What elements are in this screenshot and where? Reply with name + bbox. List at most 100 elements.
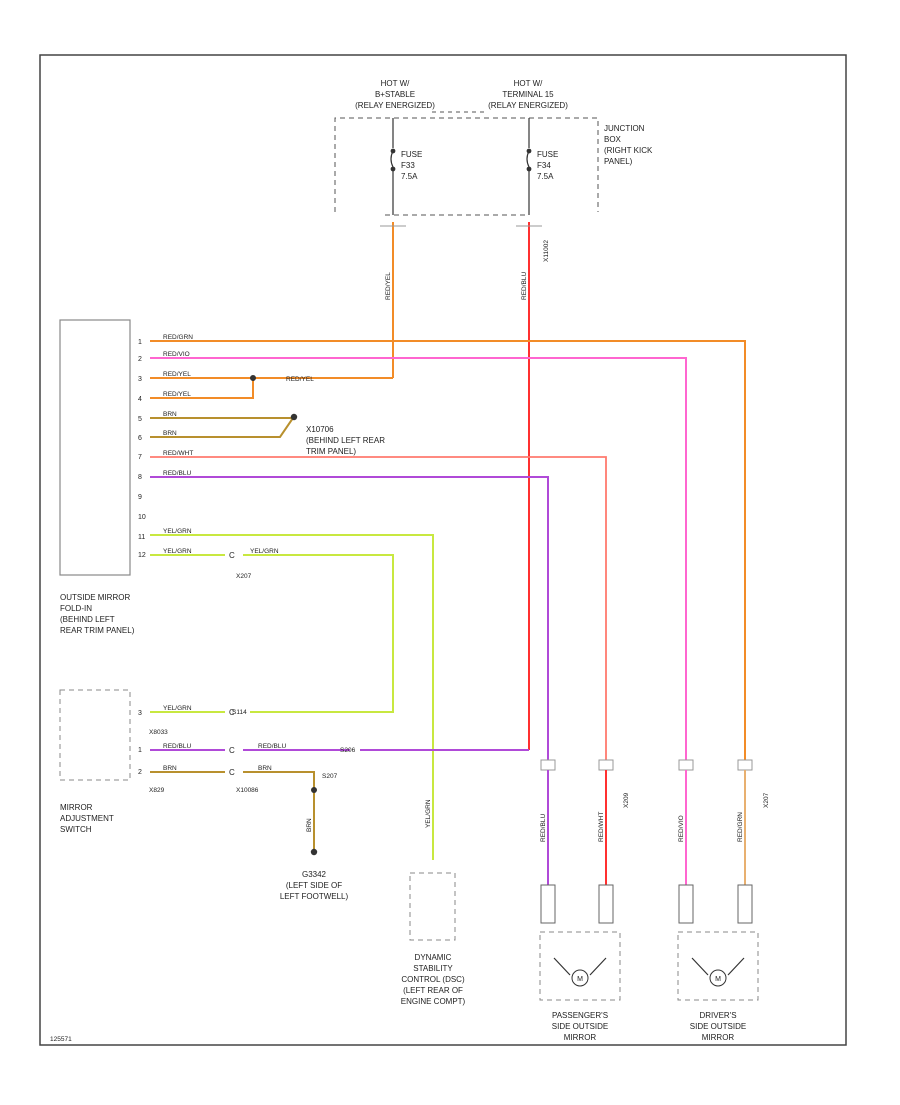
splice-x11002-label: X11002 [543, 240, 550, 262]
switch-name-1: MIRROR [60, 803, 93, 812]
switch-splice-3: S207 [322, 773, 338, 780]
junction-box-outline [334, 117, 599, 216]
dsc-module: YEL/GRN DYNAMIC STABILITY CONTROL (DSC) … [401, 799, 466, 1006]
hot1-line3: (RELAY ENERGIZED) [355, 101, 435, 110]
drv-conn-1 [678, 759, 694, 771]
module-wire-label-3: RED/YEL [163, 371, 191, 378]
switch-pin-1: 1 [138, 747, 142, 754]
s207-wire-label: YEL/GRN [250, 548, 279, 555]
module-name-3: (BEHIND LEFT [60, 615, 115, 624]
mirror-wires-lower: X209 X207 RED/BLU RED/WHT RED/VIO RED/GR… [540, 759, 770, 885]
driver-mirror: M DRIVER'S SIDE OUTSIDE MIRROR [677, 884, 759, 1042]
fuse2-label-1: FUSE [537, 150, 558, 159]
fuse2-label-2: F34 [537, 161, 551, 170]
dsc-box [409, 872, 456, 941]
switch-ground-conn: X10086 [236, 787, 259, 794]
drv-lower-label-2: RED/GRN [737, 812, 744, 842]
dsc-name-2: STABILITY [413, 964, 453, 973]
fuse2-element [526, 150, 530, 168]
hot1-line1: HOT W/ [381, 79, 411, 88]
module-wire-label-5: BRN [163, 411, 177, 418]
pass-conn-1 [540, 759, 556, 771]
junction-box-label-1: JUNCTION [604, 124, 645, 133]
drv-conn-label: X207 [763, 792, 770, 808]
module-wire-label-7: RED/WHT [163, 450, 193, 457]
drv-mirror-name-3: MIRROR [702, 1033, 735, 1042]
fuse2-wire-label: RED/BLU [521, 272, 528, 300]
x207-label: X207 [236, 573, 252, 580]
s207-connector-mark: C [229, 551, 235, 560]
switch-mark-2: C [229, 746, 235, 755]
ground-name-1: G3342 [302, 870, 327, 879]
junction-box-label-3: (RIGHT KICK [604, 146, 653, 155]
hot1-line2: B+STABLE [375, 90, 415, 99]
ground-eyelet-bottom [310, 848, 318, 856]
ground-name-2: (LEFT SIDE OF [286, 881, 342, 890]
wire-brn-pin6 [150, 417, 294, 438]
module-pin-6: 6 [138, 435, 142, 442]
fuse1-label-1: FUSE [401, 150, 422, 159]
drv-mirror-box [677, 931, 759, 1001]
feed-wires: RED/YEL RED/BLU [380, 222, 542, 750]
pass-conn-2 [598, 759, 614, 771]
switch-conn-bottom: X829 [149, 787, 165, 794]
wire-red-wht-pass [150, 456, 607, 760]
dsc-wire-label: YEL/GRN [425, 799, 432, 828]
wire-red-grn-drv [150, 340, 746, 760]
drv-mirror-name-1: DRIVER'S [699, 1011, 736, 1020]
module-wire-label-4: RED/YEL [163, 391, 191, 398]
ground-eyelet-module [290, 413, 298, 421]
switch-wire-label-3: BRN [163, 765, 177, 772]
module-wire-label-8: RED/BLU [163, 470, 191, 477]
wire-red-yel-pin4 [150, 378, 254, 399]
pass-motor-leads [553, 957, 607, 976]
module-name-1: OUTSIDE MIRROR [60, 593, 130, 602]
module-pin-7: 7 [138, 454, 142, 461]
pass-terminal-2 [598, 884, 614, 924]
module-pin-9: 9 [138, 494, 142, 501]
fuse1-wire-label: RED/YEL [385, 272, 392, 300]
switch-name-2: ADJUSTMENT [60, 814, 114, 823]
fold-in-module-box [59, 319, 131, 576]
drv-motor-icon [709, 969, 727, 987]
module-pin-11: 11 [138, 534, 145, 541]
passenger-mirror: M PASSENGER'S SIDE OUTSIDE MIRROR [539, 884, 621, 1042]
module-wire-label-11: YEL/GRN [163, 528, 192, 535]
dsc-name-3: CONTROL (DSC) [401, 975, 465, 984]
fuse1-label-3: 7.5A [401, 172, 418, 181]
switch-splice-2: S206 [340, 747, 356, 754]
hot2-line3: (RELAY ENERGIZED) [488, 101, 568, 110]
switch-wire-label-2: RED/BLU [163, 743, 191, 750]
hot2-line1: HOT W/ [514, 79, 544, 88]
wire-red-blu-pass [150, 476, 549, 760]
switch-conn-top: X8033 [149, 729, 168, 736]
fuse2-label-3: 7.5A [537, 172, 554, 181]
diagram-code: 125571 [50, 1036, 72, 1043]
module-pin-1: 1 [138, 339, 142, 346]
module-pin-3: 3 [138, 376, 142, 383]
switch-wire-label-5: BRN [258, 765, 272, 772]
dsc-name-5: ENGINE COMPT) [401, 997, 466, 1006]
switch-wire-brn-b [243, 771, 315, 852]
switch-name-3: SWITCH [60, 825, 92, 834]
module-pin-12: 12 [138, 552, 146, 559]
ground-name-3: LEFT FOOTWELL) [280, 892, 349, 901]
pass-motor-label: M [577, 976, 583, 983]
module-name-2: FOLD-IN [60, 604, 92, 613]
ground-wire-label: BRN [306, 818, 313, 832]
module-pin-4: 4 [138, 396, 142, 403]
drv-motor-leads [691, 957, 745, 976]
wire-yel-grn-pin12-b [243, 554, 394, 713]
hot2-line2: TERMINAL 15 [502, 90, 554, 99]
module-ground-label-2: (BEHIND LEFT REAR [306, 436, 385, 445]
drv-conn-2 [737, 759, 753, 771]
drv-mirror-name-2: SIDE OUTSIDE [690, 1022, 746, 1031]
pass-mirror-name-1: PASSENGER'S [552, 1011, 608, 1020]
module-pin-5: 5 [138, 416, 142, 423]
red-yel-splice-label: RED/YEL [286, 376, 314, 383]
module-ground-label-3: TRIM PANEL) [306, 447, 356, 456]
pass-mirror-box [539, 931, 621, 1001]
module-name-4: REAR TRIM PANEL) [60, 626, 135, 635]
splice-red-yel [250, 375, 256, 381]
module-pin-2: 2 [138, 356, 142, 363]
